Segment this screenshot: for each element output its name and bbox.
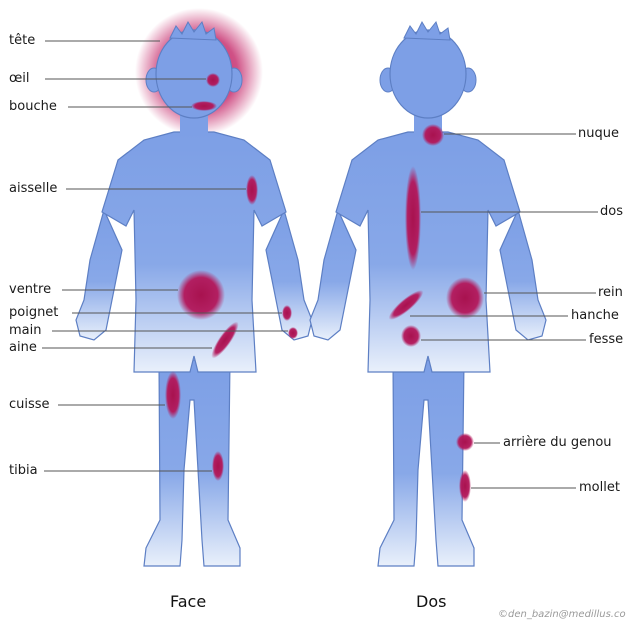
- label-hanche: hanche: [571, 308, 619, 324]
- label-tete: tête: [9, 33, 35, 49]
- label-dos: dos: [600, 204, 623, 220]
- spot-main: [288, 327, 298, 339]
- spot-oeil: [206, 73, 220, 87]
- spot-mollet: [459, 470, 471, 502]
- spot-arriere-genou: [456, 433, 474, 451]
- label-fesse: fesse: [589, 332, 623, 348]
- label-bouche: bouche: [9, 99, 57, 115]
- label-mollet: mollet: [579, 480, 620, 496]
- label-aine: aine: [9, 340, 37, 356]
- spot-poignet: [282, 305, 292, 321]
- spot-aisselle: [246, 175, 258, 205]
- spot-bouche: [191, 101, 217, 111]
- label-nuque: nuque: [578, 126, 619, 142]
- label-aisselle: aisselle: [9, 181, 57, 197]
- caption-front: Face: [170, 592, 206, 611]
- spot-cuisse: [165, 371, 181, 419]
- label-oeil: œil: [9, 71, 30, 87]
- label-arriere-genou: arrière du genou: [503, 435, 612, 451]
- spot-rein: [446, 277, 484, 319]
- front-figure: [76, 8, 312, 566]
- caption-back: Dos: [416, 592, 446, 611]
- spot-dos: [405, 166, 421, 270]
- spot-fesse: [401, 325, 421, 347]
- label-main: main: [9, 323, 41, 339]
- label-ventre: ventre: [9, 282, 51, 298]
- label-poignet: poignet: [9, 305, 58, 321]
- spot-nuque: [422, 124, 444, 146]
- back-figure: [310, 22, 546, 566]
- label-tibia: tibia: [9, 463, 38, 479]
- label-rein: rein: [598, 285, 623, 301]
- credit-text: ©den_bazin@medillus.co: [498, 609, 626, 620]
- label-cuisse: cuisse: [9, 397, 50, 413]
- spot-tibia: [212, 451, 224, 481]
